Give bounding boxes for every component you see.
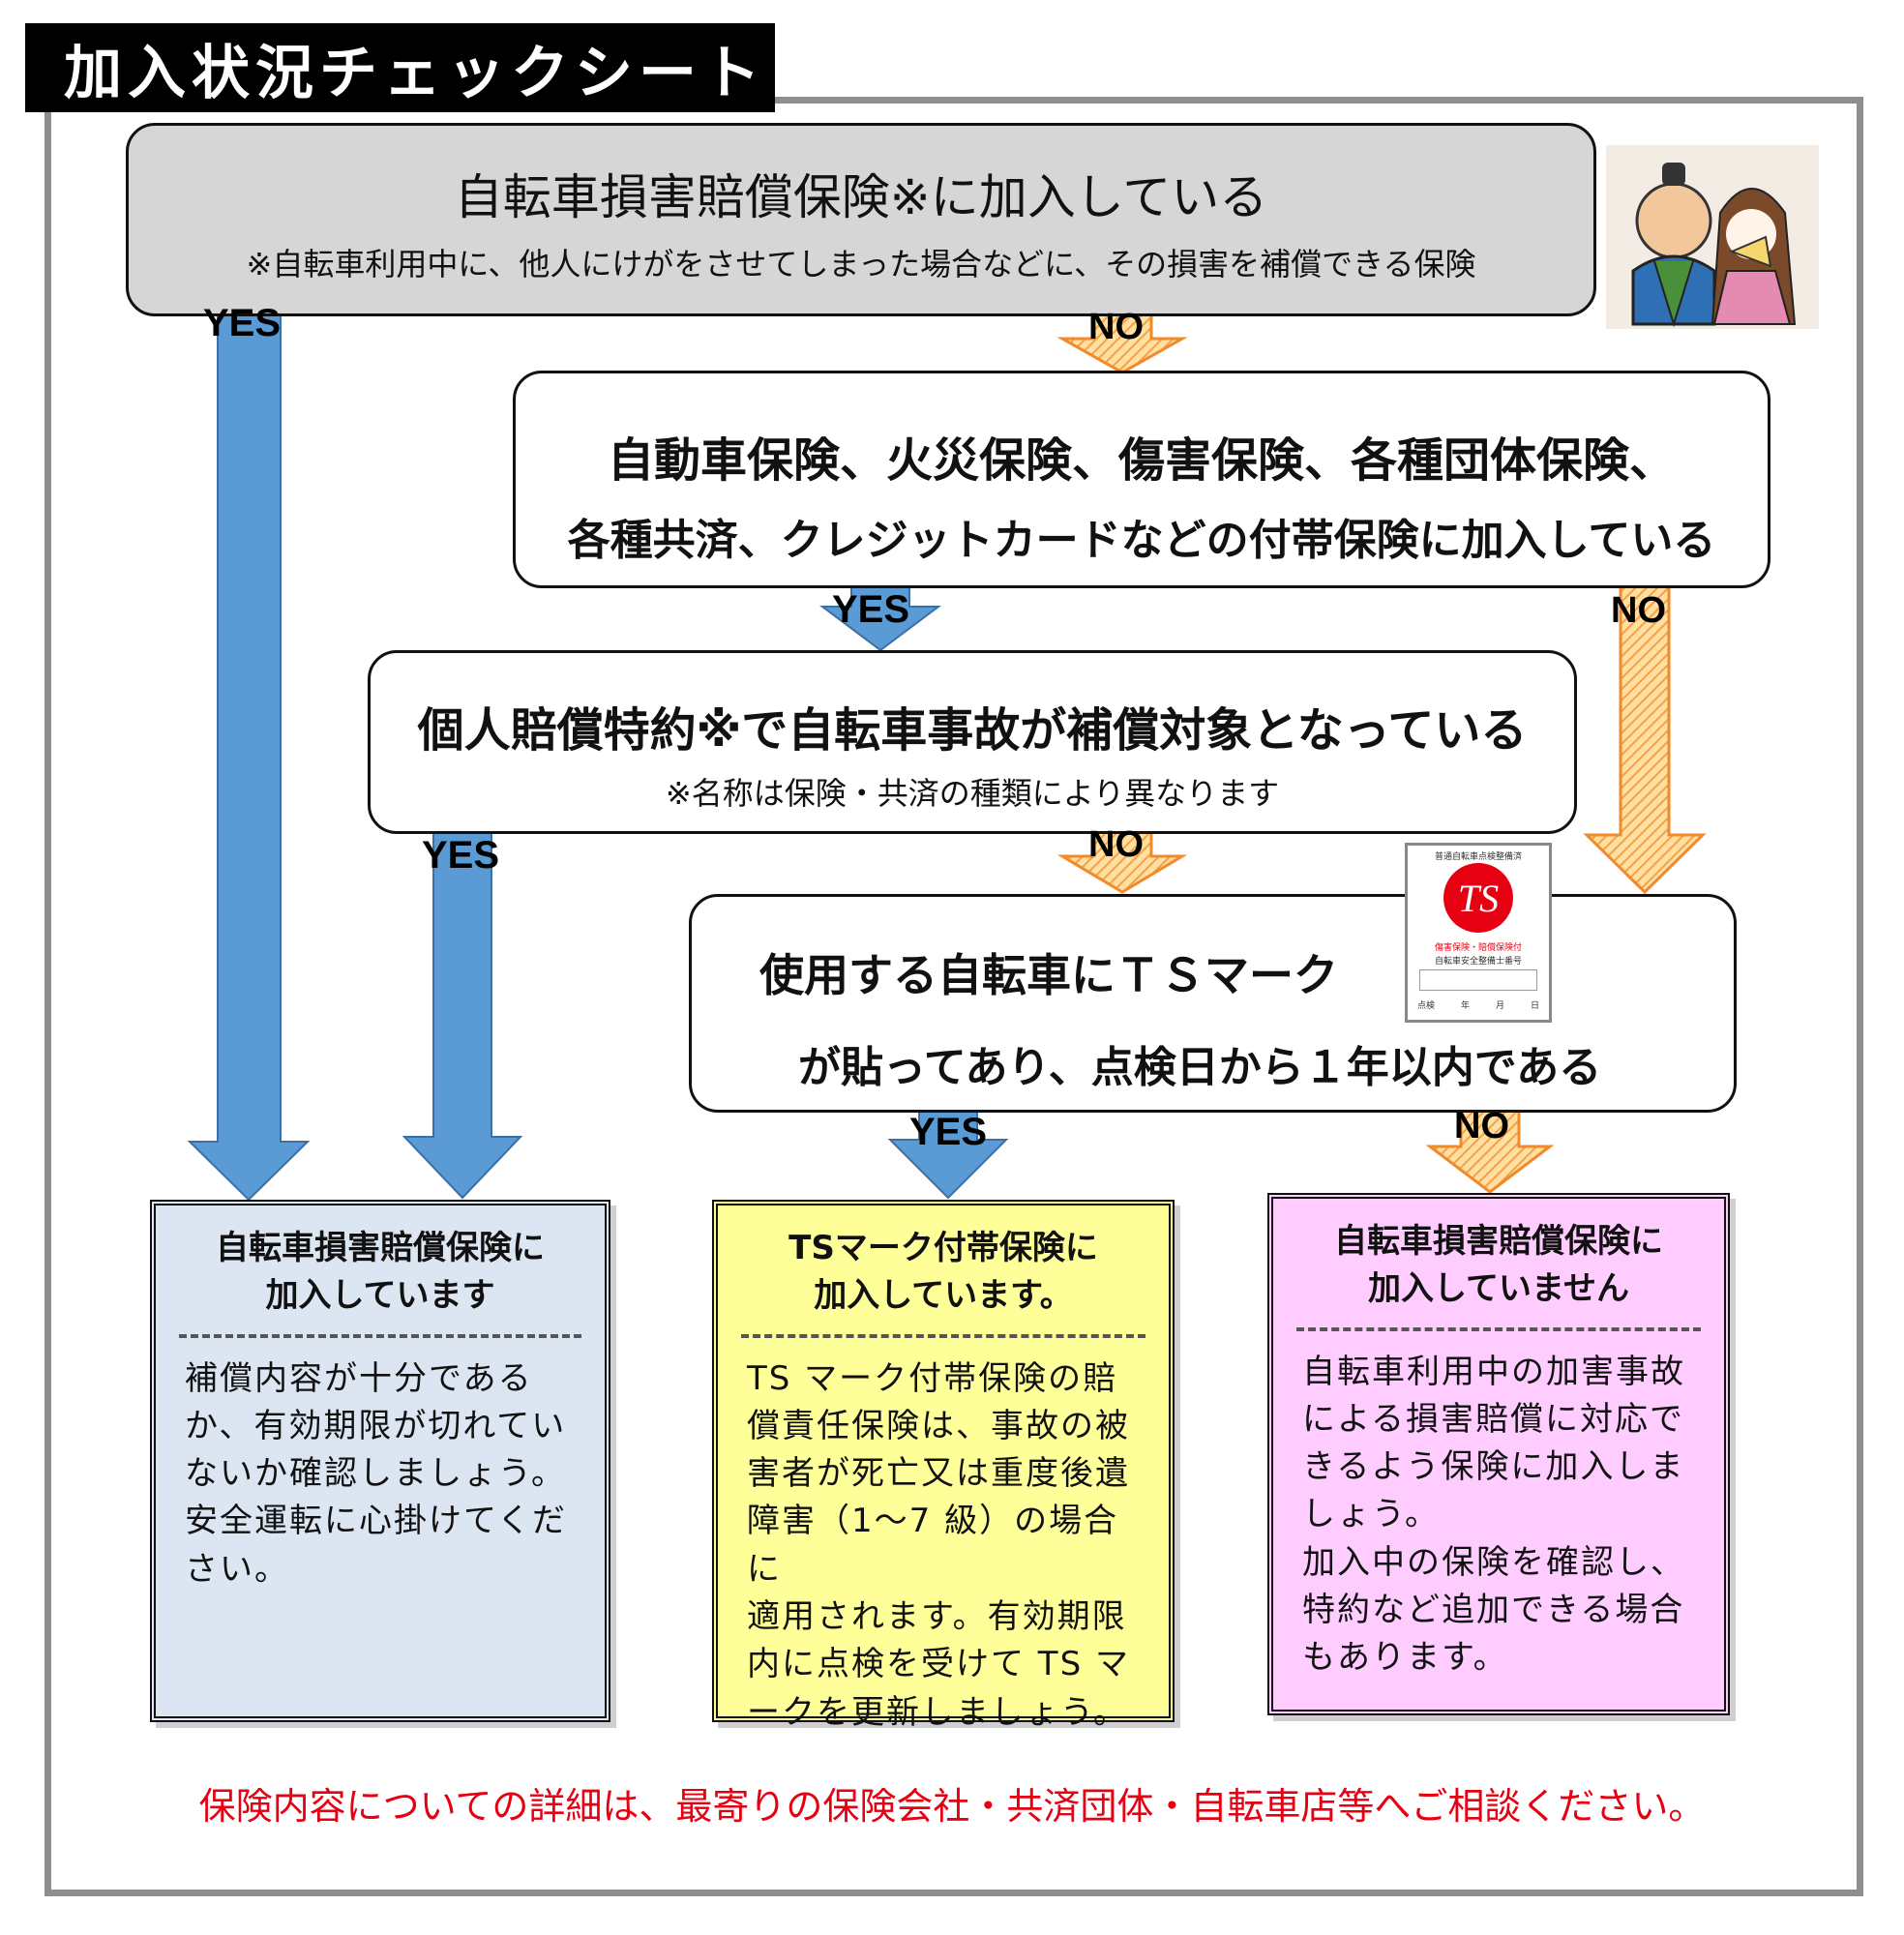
page-title: 加入状況チェックシート bbox=[25, 23, 775, 112]
yes-label-q4: YES bbox=[909, 1111, 988, 1153]
ts-badge-date-label: 年 bbox=[1460, 1001, 1470, 1011]
ts-badge-line2: 自転車安全整備士番号 bbox=[1434, 957, 1522, 967]
result-insured-title: 自転車損害賠償保険に 加入しています bbox=[216, 1229, 545, 1316]
ts-badge-date-label: 点検 bbox=[1417, 1001, 1436, 1011]
result-none-body: 自転車利用中の加害事故 による損害賠償に対応で きるよう保険に加入しま しょう。… bbox=[1302, 1352, 1685, 1678]
no-label-q4: NO bbox=[1454, 1106, 1509, 1146]
ts-badge-date-label: 月 bbox=[1495, 1001, 1504, 1011]
yes-label-q2: YES bbox=[832, 588, 910, 631]
no-label-q3: NO bbox=[1088, 824, 1144, 865]
no-arrow-q2 bbox=[1583, 583, 1707, 895]
question-4: 使用する自転車にＴＳマーク が貼ってあり、点検日から１年以内である bbox=[689, 894, 1737, 1113]
svg-text:TS: TS bbox=[1458, 877, 1499, 920]
ts-badge-date-label: 日 bbox=[1530, 1001, 1539, 1011]
question-4-line2: が貼ってあり、点検日から１年以内である bbox=[798, 1043, 1602, 1092]
yes-arrow-q1 bbox=[187, 294, 311, 1202]
divider bbox=[179, 1333, 581, 1338]
result-ts-body: TS マーク付帯保険の賠 償責任保険は、事故の被 害者が死亡又は重度後遺 障害（… bbox=[747, 1358, 1130, 1732]
ts-badge-number-field bbox=[1419, 969, 1537, 991]
result-ts-mark: TSマーク付帯保険に 加入しています。 TS マーク付帯保険の賠 償責任保険は、… bbox=[712, 1200, 1175, 1732]
outer-frame bbox=[45, 97, 1863, 1896]
question-1-note: ※自転車利用中に、他人にけがをさせてしまった場合などに、その損害を補償できる保険 bbox=[246, 246, 1476, 283]
no-label-q1: NO bbox=[1088, 307, 1144, 347]
divider bbox=[741, 1333, 1145, 1338]
ts-mark-badge: 普通自転車点検整備済 TS 傷害保険・賠償保険付 自転車安全整備士番号 点検 年… bbox=[1405, 843, 1552, 1023]
result-none-title: 自転車損害賠償保険に 加入していません bbox=[1334, 1222, 1663, 1309]
question-1-text: 自転車損害賠償保険※に加入している bbox=[454, 169, 1268, 225]
question-3: 個人賠償特約※で自転車事故が補償対象となっている ※名称は保険・共済の種類により… bbox=[368, 650, 1577, 834]
result-not-insured: 自転車損害賠償保険に 加入していません 自転車利用中の加害事故 による損害賠償に… bbox=[1267, 1193, 1730, 1715]
ts-badge-line1: 傷害保険・賠償保険付 bbox=[1434, 943, 1522, 953]
result-ts-title: TSマーク付帯保険に 加入しています。 bbox=[788, 1229, 1098, 1316]
ts-logo-icon: TS bbox=[1443, 863, 1513, 933]
question-1: 自転車損害賠償保険※に加入している ※自転車利用中に、他人にけがをさせてしまった… bbox=[126, 123, 1596, 316]
question-4-line1: 使用する自転車にＴＳマーク bbox=[759, 949, 1338, 1001]
yes-label-q3: YES bbox=[422, 834, 500, 877]
divider bbox=[1296, 1326, 1701, 1331]
result-insured-body: 補償内容が十分である か、有効期限が切れてい ないか確認しましょう。 安全運転に… bbox=[185, 1358, 567, 1589]
result-insured: 自転車損害賠償保険に 加入しています 補償内容が十分である か、有効期限が切れて… bbox=[150, 1200, 610, 1722]
ts-badge-date-row: 点検 年 月 日 bbox=[1417, 998, 1539, 1011]
footer-note: 保険内容についての詳細は、最寄りの保険会社・共済団体・自転車店等へご相談ください… bbox=[198, 1785, 1706, 1828]
question-2-line1: 自動車保険、火災保険、傷害保険、各種団体保険、 bbox=[607, 433, 1676, 488]
question-2-line2: 各種共済、クレジットカードなどの付帯保険に加入している bbox=[567, 516, 1716, 565]
question-3-note: ※名称は保険・共済の種類により異なります bbox=[665, 775, 1280, 812]
mascot-illustration bbox=[1606, 145, 1819, 329]
question-3-text: 個人賠償特約※で自転車事故が補償対象となっている bbox=[417, 703, 1528, 758]
question-2: 自動車保険、火災保険、傷害保険、各種団体保険、 各種共済、クレジットカードなどの… bbox=[513, 371, 1770, 588]
yes-arrow-q3 bbox=[402, 823, 523, 1200]
ts-badge-arc-text: 普通自転車点検整備済 bbox=[1434, 852, 1522, 862]
yes-label-q1: YES bbox=[203, 302, 282, 344]
no-label-q2: NO bbox=[1611, 590, 1666, 631]
